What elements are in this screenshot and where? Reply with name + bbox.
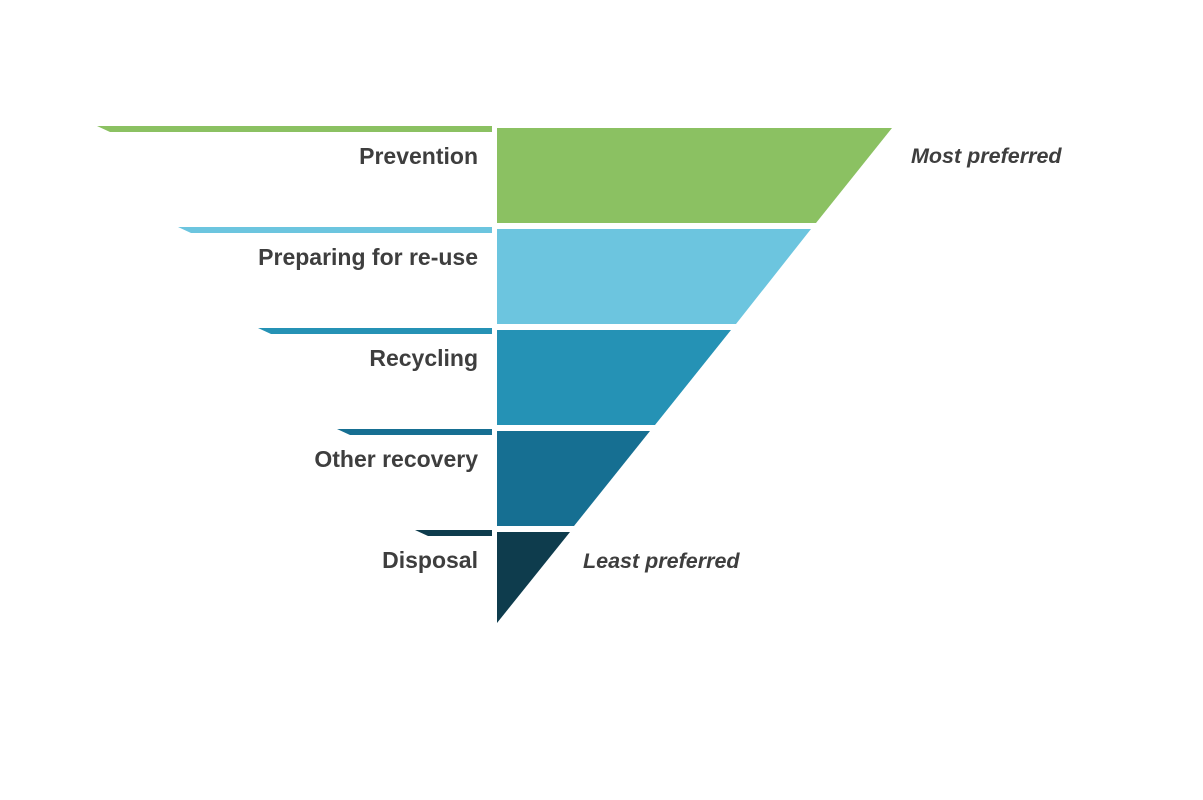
funnel-band-recycling [497,330,731,425]
level-label-disposal: Disposal [382,547,478,573]
annotation-most-preferred: Most preferred [911,144,1062,168]
level-label-other-recovery: Other recovery [314,446,478,472]
level-line-other-recovery [337,429,492,435]
level-line-disposal [415,530,492,536]
annotation-least-preferred: Least preferred [583,549,740,573]
funnel-band-other-recovery [497,431,650,526]
funnel-band-prevention [497,128,892,223]
level-line-preparing-for-re-use [178,227,492,233]
level-label-preparing-for-re-use: Preparing for re-use [258,244,478,270]
funnel-band-preparing-for-re-use [497,229,811,324]
funnel-band-disposal [497,532,570,623]
level-line-recycling [258,328,492,334]
level-line-prevention [97,126,492,132]
level-label-prevention: Prevention [359,143,478,169]
level-label-recycling: Recycling [369,345,478,371]
